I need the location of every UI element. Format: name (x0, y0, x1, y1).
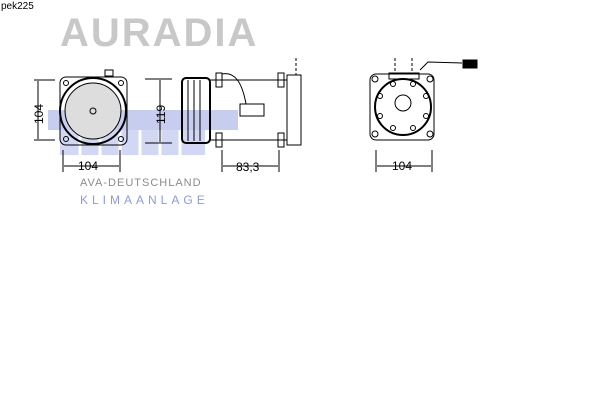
watermark: AURADIA AVA-DEUTSCHLAND KLIMAANLAGE (60, 11, 258, 207)
watermark-middle: KLIMAANLAGE (80, 193, 209, 207)
side-length-dim: 83,3 (236, 160, 260, 174)
rear-width-dim: 104 (392, 159, 412, 173)
part-code: pek225 (1, 1, 34, 12)
front-width-dim: 104 (78, 159, 98, 173)
watermark-bottom: AVA-DEUTSCHLAND (80, 177, 202, 189)
front-height-dim: 104 (32, 104, 46, 124)
side-height-dim: 119 (154, 105, 168, 124)
watermark-logo: AURADIA (60, 11, 258, 55)
side-view (145, 58, 302, 172)
front-view (34, 69, 128, 172)
rear-view (369, 58, 478, 172)
